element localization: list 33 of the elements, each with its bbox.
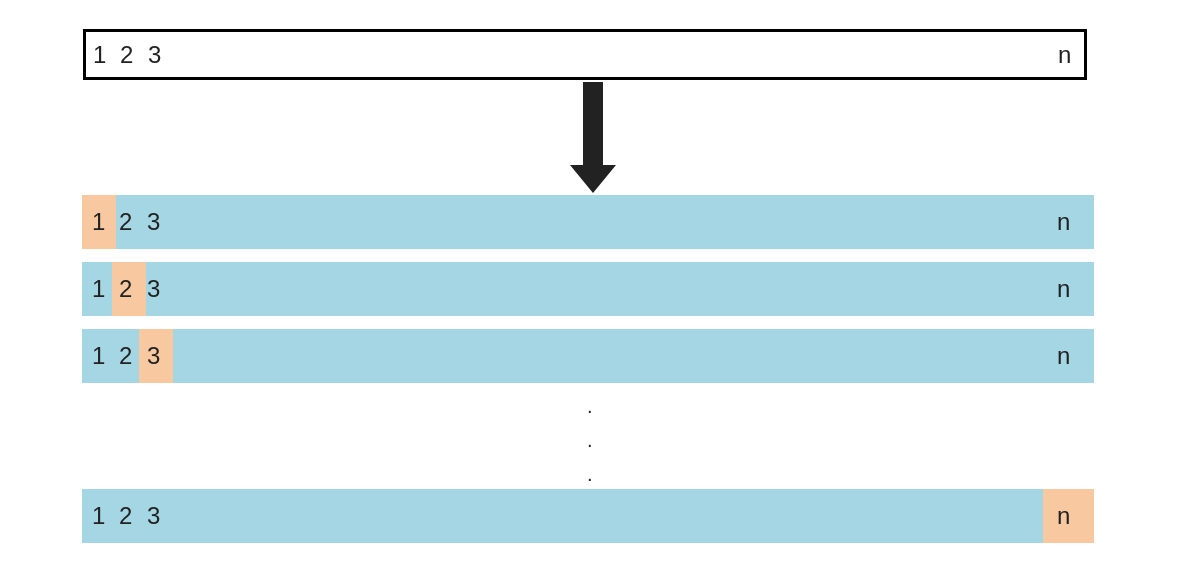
sample-index: n	[1057, 277, 1071, 301]
fold-bar	[82, 329, 1094, 383]
sample-index: 3	[148, 42, 162, 67]
sample-index: 2	[119, 344, 133, 368]
held-out-cell	[112, 262, 146, 316]
fold-bar	[82, 262, 1094, 316]
sample-index: 3	[147, 504, 161, 528]
sample-index: 3	[147, 277, 161, 301]
held-out-cell	[82, 195, 116, 249]
held-out-cell	[139, 329, 173, 383]
ellipsis-dot: .	[587, 464, 593, 484]
sample-index: 1	[92, 277, 106, 301]
sample-index: n	[1058, 42, 1072, 67]
fold-bar	[82, 195, 1094, 249]
sample-index: n	[1057, 344, 1071, 368]
sample-index: 3	[147, 344, 161, 368]
sequence-bar	[83, 29, 1087, 80]
ellipsis-dot: .	[587, 396, 593, 416]
sample-index: 1	[92, 210, 106, 234]
ellipsis-dot: .	[587, 430, 593, 450]
sample-index: 1	[92, 344, 106, 368]
sample-index: 2	[119, 504, 133, 528]
sample-index: 1	[92, 504, 106, 528]
sample-index: 3	[147, 210, 161, 234]
held-out-cell	[1043, 489, 1094, 543]
sample-index: 1	[93, 42, 107, 67]
sample-index: 2	[120, 42, 134, 67]
sample-index: n	[1057, 504, 1071, 528]
fold-bar	[82, 489, 1094, 543]
sample-index: 2	[119, 210, 133, 234]
arrow	[570, 82, 616, 193]
sample-index: n	[1057, 210, 1071, 234]
sample-index: 2	[119, 277, 133, 301]
